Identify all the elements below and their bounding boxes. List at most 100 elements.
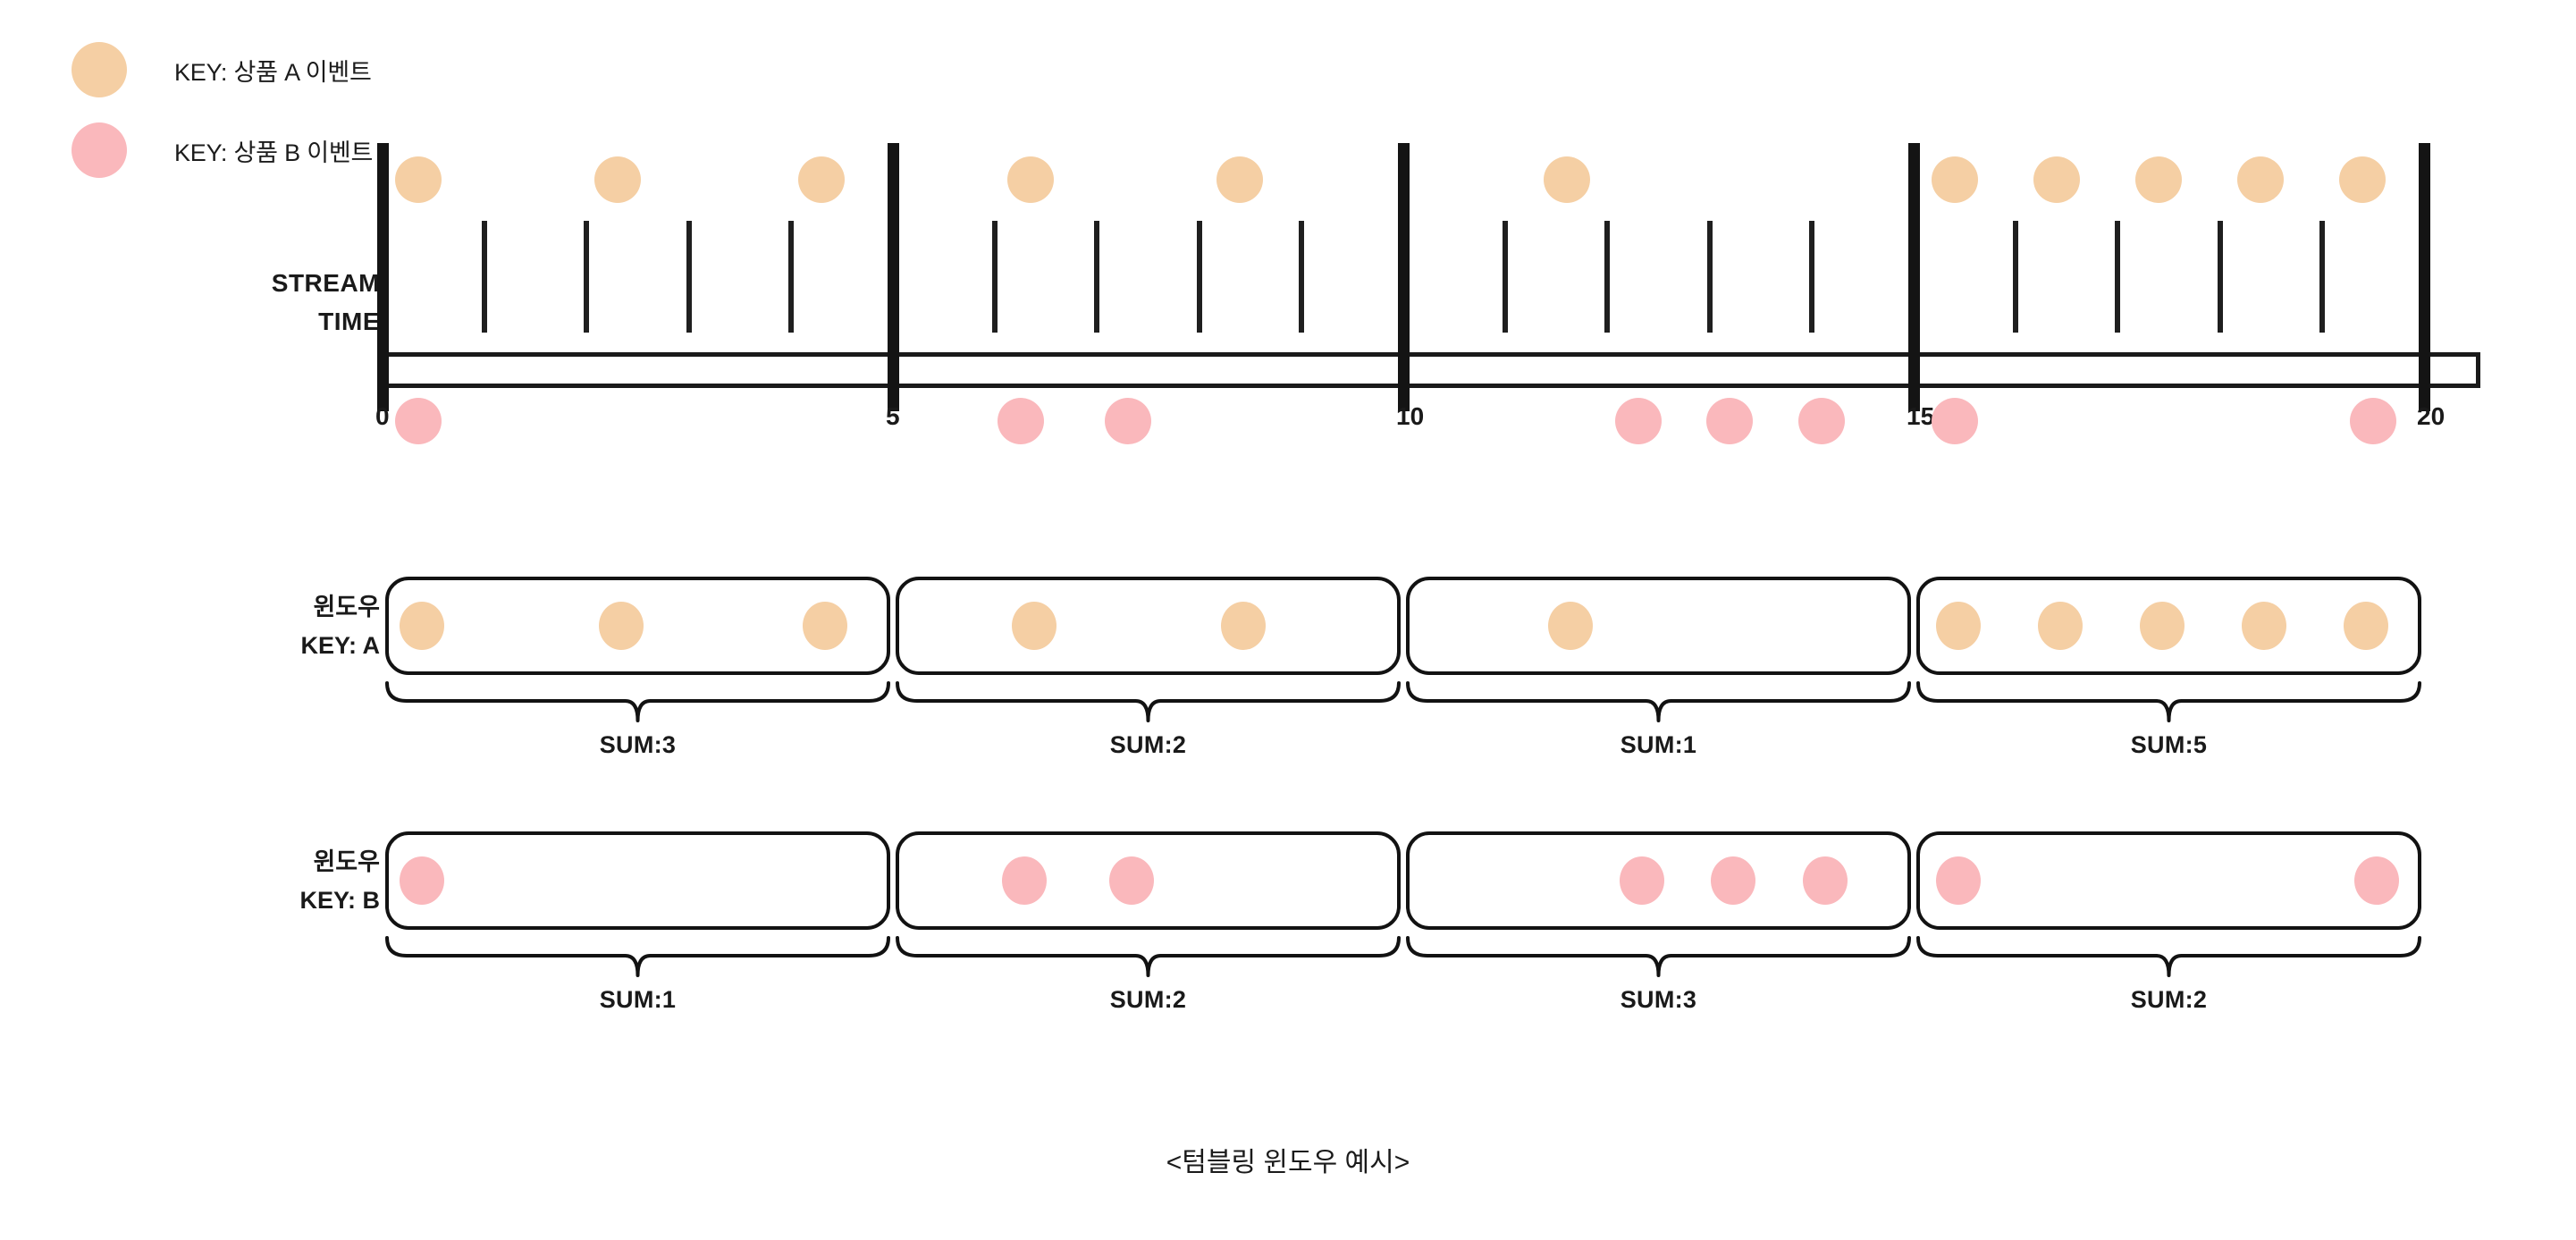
window-brace — [1406, 681, 1911, 724]
circle-icon — [72, 122, 127, 178]
window-event-key-b — [1711, 856, 1756, 905]
major-tick — [2419, 143, 2430, 411]
stream-event-key-a — [1216, 156, 1264, 203]
stream-event-key-b — [2349, 398, 2396, 444]
legend-item-key-a: KEY: 상품 A 이벤트 — [72, 42, 697, 97]
legend-label-key-b: KEY: 상품 B 이벤트 — [174, 139, 374, 166]
stream-event-key-a — [2339, 156, 2387, 203]
window-brace — [1916, 936, 2421, 979]
circle-icon — [72, 42, 127, 97]
window-sum-label: SUM:2 — [1109, 731, 1187, 758]
window-box — [385, 577, 890, 675]
legend-item-key-b: KEY: 상품 B 이벤트 — [72, 122, 697, 178]
legend: KEY: 상품 A 이벤트 KEY: 상품 B 이벤트 — [72, 42, 697, 204]
window-row-label-b-line2: KEY: B — [299, 887, 380, 915]
window-brace — [385, 681, 890, 724]
stream-event-key-a — [1543, 156, 1590, 203]
window-brace — [896, 681, 1401, 724]
diagram-caption: <텀블링 윈도우 예시> — [1166, 1148, 1410, 1177]
minor-tick — [2217, 221, 2223, 333]
window-event-key-a — [598, 602, 644, 650]
major-tick — [1908, 143, 1920, 411]
stream-timeline: STREAM TIME 0 5 10 15 20 — [0, 143, 2576, 541]
minor-tick — [482, 221, 488, 333]
window-box — [1916, 831, 2421, 930]
minor-tick — [2013, 221, 2019, 333]
stream-event-key-a — [1931, 156, 1978, 203]
stream-event-key-b — [394, 398, 442, 444]
window-row-label-b-line1: 윈도우 — [313, 848, 380, 875]
window-event-key-b — [1619, 856, 1664, 905]
window-box — [896, 831, 1401, 930]
timeline-axis: 0 5 10 15 20 — [0, 143, 2576, 541]
window-row-label-a-line1: 윈도우 — [313, 594, 380, 620]
stream-event-key-a — [2033, 156, 2080, 203]
stream-event-key-a — [798, 156, 846, 203]
window-sum-label: SUM:3 — [599, 731, 677, 758]
axis-tick-label: 5 — [886, 402, 900, 430]
window-box — [385, 831, 890, 930]
window-sum-label: SUM:3 — [1620, 986, 1697, 1013]
window-box — [1406, 577, 1911, 675]
window-event-key-a — [2344, 602, 2389, 650]
legend-label-key-a: KEY: 상품 A 이벤트 — [174, 58, 372, 86]
axis-tick-label: 10 — [1396, 402, 1425, 430]
stream-event-key-b — [997, 398, 1044, 444]
window-brace — [896, 936, 1401, 979]
axis-tick-label: 0 — [375, 402, 390, 430]
window-event-key-a — [2140, 602, 2185, 650]
axis-tick-label: 15 — [1907, 402, 1935, 430]
stream-event-key-a — [2237, 156, 2285, 203]
window-sum-label: SUM:1 — [599, 986, 677, 1013]
minor-tick — [584, 221, 590, 333]
stream-event-key-b — [1931, 398, 1978, 444]
window-box — [1916, 577, 2421, 675]
axis-rule-top — [383, 352, 2480, 357]
minor-tick — [1503, 221, 1509, 333]
window-event-key-a — [2037, 602, 2083, 650]
minor-tick — [1808, 221, 1814, 333]
window-event-key-a — [803, 602, 848, 650]
minor-tick — [992, 221, 998, 333]
major-tick — [377, 143, 389, 411]
major-tick — [1398, 143, 1410, 411]
axis-tick-label: 20 — [2417, 402, 2446, 430]
window-event-key-a — [1935, 602, 1981, 650]
window-event-key-b — [1803, 856, 1848, 905]
axis-rule-bottom — [383, 384, 2480, 388]
minor-tick — [1298, 221, 1304, 333]
window-event-key-b — [1935, 856, 1981, 905]
stream-time-label: STREAM TIME — [228, 264, 380, 342]
stream-event-key-b — [1706, 398, 1754, 444]
stream-event-key-b — [1614, 398, 1662, 444]
stream-event-key-b — [1104, 398, 1151, 444]
window-row-label-key-b: 윈도우 KEY: B — [228, 843, 380, 920]
window-event-key-b — [2353, 856, 2399, 905]
window-sum-label: SUM:1 — [1620, 731, 1697, 758]
minor-tick — [1094, 221, 1100, 333]
window-event-key-a — [1547, 602, 1593, 650]
stream-event-key-b — [1798, 398, 1846, 444]
window-brace — [1916, 681, 2421, 724]
stream-time-label-line2: TIME — [318, 308, 380, 336]
stream-event-key-a — [593, 156, 641, 203]
window-event-key-a — [399, 602, 444, 650]
stream-time-label-line1: STREAM — [271, 269, 380, 297]
window-row-label-a-line2: KEY: A — [300, 632, 380, 660]
major-tick — [888, 143, 899, 411]
window-event-key-a — [1221, 602, 1267, 650]
stream-event-key-a — [1007, 156, 1055, 203]
window-sum-label: SUM:2 — [2130, 986, 2208, 1013]
minor-tick — [1706, 221, 1713, 333]
window-event-key-b — [399, 856, 444, 905]
stream-event-key-a — [394, 156, 442, 203]
stream-event-key-a — [2135, 156, 2183, 203]
minor-tick — [2115, 221, 2121, 333]
minor-tick — [1196, 221, 1202, 333]
window-event-key-a — [1012, 602, 1057, 650]
window-row-label-key-a: 윈도우 KEY: A — [228, 588, 380, 665]
minor-tick — [686, 221, 692, 333]
axis-end-cap — [2475, 352, 2480, 388]
